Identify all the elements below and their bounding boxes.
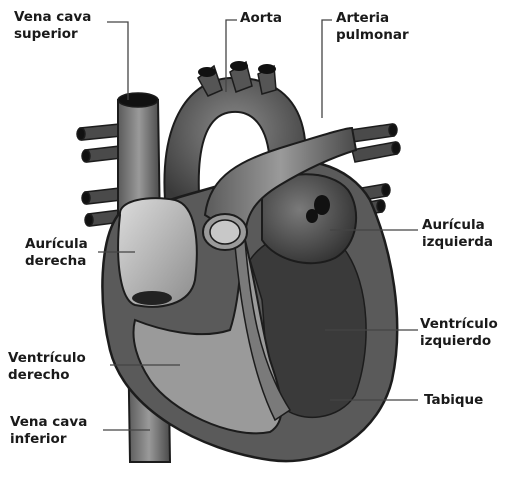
- label-line: Arteria: [336, 10, 409, 27]
- label-line: Vena cava: [10, 414, 87, 431]
- label-tabique: Tabique: [424, 392, 483, 409]
- label-line: izquierda: [422, 234, 493, 251]
- label-line: Tabique: [424, 392, 483, 409]
- label-line: pulmonar: [336, 27, 409, 44]
- label-ventriculo-derecho: Ventrículo derecho: [8, 350, 86, 384]
- label-auricula-izquierda: Aurícula izquierda: [422, 217, 493, 251]
- label-vena-cava-inferior: Vena cava inferior: [10, 414, 87, 448]
- label-line: Ventrículo: [420, 316, 498, 333]
- label-line: Vena cava: [14, 9, 91, 26]
- label-line: derecho: [8, 367, 86, 384]
- label-line: derecha: [25, 253, 88, 270]
- label-line: superior: [14, 26, 91, 43]
- label-line: izquierdo: [420, 333, 498, 350]
- label-vena-cava-superior: Vena cava superior: [14, 9, 91, 43]
- label-line: Ventrículo: [8, 350, 86, 367]
- label-line: Aurícula: [25, 236, 88, 253]
- label-line: inferior: [10, 431, 87, 448]
- left-branch-vessels: [77, 124, 122, 226]
- label-line: Aorta: [240, 10, 282, 27]
- label-auricula-derecha: Aurícula derecha: [25, 236, 88, 270]
- label-aorta: Aorta: [240, 10, 282, 27]
- label-ventriculo-izquierdo: Ventrículo izquierdo: [420, 316, 498, 350]
- label-line: Aurícula: [422, 217, 493, 234]
- label-arteria-pulmonar: Arteria pulmonar: [336, 10, 409, 44]
